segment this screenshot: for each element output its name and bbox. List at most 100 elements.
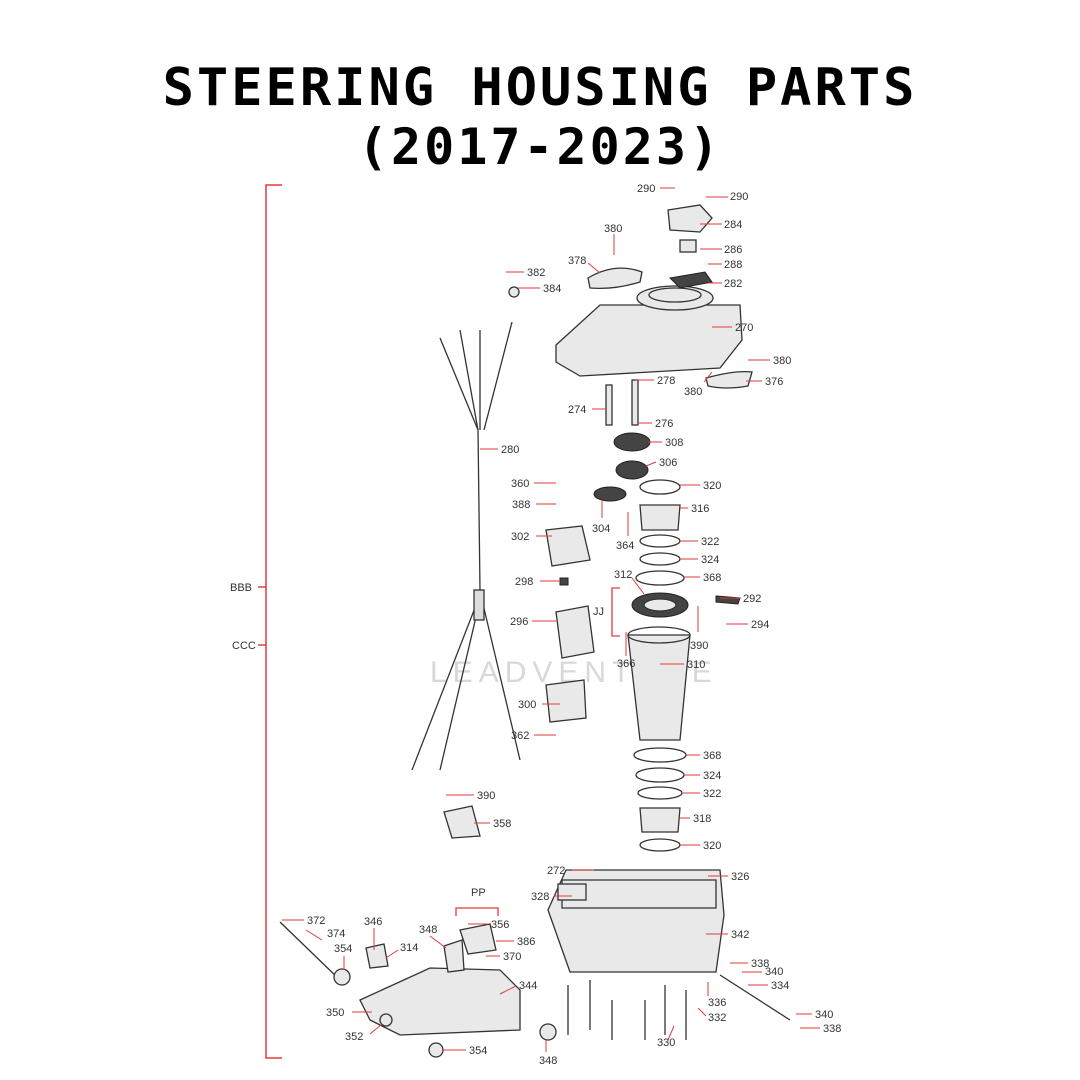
part-348-lower — [539, 1023, 557, 1041]
part-296 — [555, 605, 595, 659]
housing-342 — [547, 869, 725, 973]
label-330: 330 — [657, 1037, 675, 1049]
leader-lines — [282, 187, 820, 1052]
label-386: 386 — [517, 936, 535, 948]
label-380: 380 — [684, 386, 702, 398]
label-326: 326 — [731, 871, 749, 883]
label-322: 322 — [701, 536, 719, 548]
part-328 — [557, 883, 587, 901]
label-296: 296 — [510, 616, 528, 628]
part-illustrations — [279, 204, 791, 1058]
bolts-330 — [567, 980, 687, 1040]
label-324: 324 — [701, 554, 719, 566]
label-304: 304 — [592, 523, 610, 535]
label-338: 338 — [823, 1023, 841, 1035]
label-344: 344 — [519, 980, 537, 992]
label-324: 324 — [703, 770, 721, 782]
ring-368b — [633, 747, 687, 763]
label-360: 360 — [511, 478, 529, 490]
gear-312-hub — [643, 598, 677, 612]
cover-270 — [555, 304, 743, 377]
label-294: 294 — [751, 619, 769, 631]
label-276: 276 — [655, 418, 673, 430]
part-labels: 290 290 284 380 286 378 288 282 382 384 … — [307, 183, 841, 1067]
part-274 — [605, 384, 613, 426]
label-374: 374 — [327, 928, 345, 940]
label-300: 300 — [518, 699, 536, 711]
label-358: 358 — [493, 818, 511, 830]
bracket-label-ccc: CCC — [232, 640, 256, 652]
label-316: 316 — [691, 503, 709, 515]
label-354: 354 — [469, 1045, 487, 1057]
label-372: 372 — [307, 915, 325, 927]
label-342: 342 — [731, 929, 749, 941]
label-370: 370 — [503, 951, 521, 963]
label-366: 366 — [617, 658, 635, 670]
label-336: 336 — [708, 997, 726, 1009]
label-390: 390 — [690, 640, 708, 652]
label-332: 332 — [708, 1012, 726, 1024]
label-290: 290 — [730, 191, 748, 203]
linkage-344 — [359, 967, 521, 1036]
label-286: 286 — [724, 244, 742, 256]
ring-322a — [639, 534, 681, 548]
label-340: 340 — [765, 966, 783, 978]
label-364: 364 — [616, 540, 634, 552]
ring-322b — [637, 786, 683, 800]
tube-310-top — [627, 626, 691, 644]
ring-368a — [635, 570, 685, 586]
part-276 — [631, 379, 639, 426]
page-subtitle: (2017-2023) — [357, 118, 723, 176]
bracket-jj — [611, 587, 620, 637]
label-302: 302 — [511, 531, 529, 543]
bracket-bbb — [258, 184, 282, 1059]
label-282: 282 — [724, 278, 742, 290]
part-376 — [705, 370, 753, 389]
rod-374 — [279, 921, 341, 981]
ring-324a — [639, 552, 681, 566]
label-318: 318 — [693, 813, 711, 825]
label-322: 322 — [703, 788, 721, 800]
bracket-pp — [455, 907, 499, 916]
part-316 — [639, 504, 681, 531]
label-368: 368 — [703, 572, 721, 584]
part-358 — [443, 805, 481, 839]
label-290: 290 — [637, 183, 655, 195]
label-362: 362 — [511, 730, 529, 742]
part-346 — [365, 943, 389, 969]
part-304 — [593, 486, 627, 502]
part-356 — [459, 923, 497, 955]
part-384 — [508, 286, 520, 298]
cover-neck — [636, 285, 714, 311]
label-310: 310 — [687, 659, 705, 671]
tube-310 — [627, 634, 691, 741]
part-300 — [545, 679, 587, 723]
ring-320b — [639, 838, 681, 852]
label-382: 382 — [527, 267, 545, 279]
part-352 — [379, 1013, 393, 1027]
part-286 — [679, 239, 697, 253]
label-384: 384 — [543, 283, 561, 295]
label-312: 312 — [614, 569, 632, 581]
label-272: 272 — [547, 865, 565, 877]
label-380: 380 — [773, 355, 791, 367]
bracket-label-pp: PP — [471, 887, 486, 899]
label-306: 306 — [659, 457, 677, 469]
page-title: STEERING HOUSING PARTS — [162, 58, 918, 118]
label-334: 334 — [771, 980, 789, 992]
part-284 — [667, 204, 713, 233]
shaft-334 — [719, 974, 791, 1021]
label-368: 368 — [703, 750, 721, 762]
label-284: 284 — [724, 219, 742, 231]
label-320: 320 — [703, 840, 721, 852]
label-350: 350 — [326, 1007, 344, 1019]
ring-324b — [635, 767, 685, 783]
label-288: 288 — [724, 259, 742, 271]
label-270: 270 — [735, 322, 753, 334]
label-340: 340 — [815, 1009, 833, 1021]
label-328: 328 — [531, 891, 549, 903]
part-354-lower — [428, 1042, 444, 1058]
cable-280 — [411, 321, 521, 771]
label-390: 390 — [477, 790, 495, 802]
label-378: 378 — [568, 255, 586, 267]
